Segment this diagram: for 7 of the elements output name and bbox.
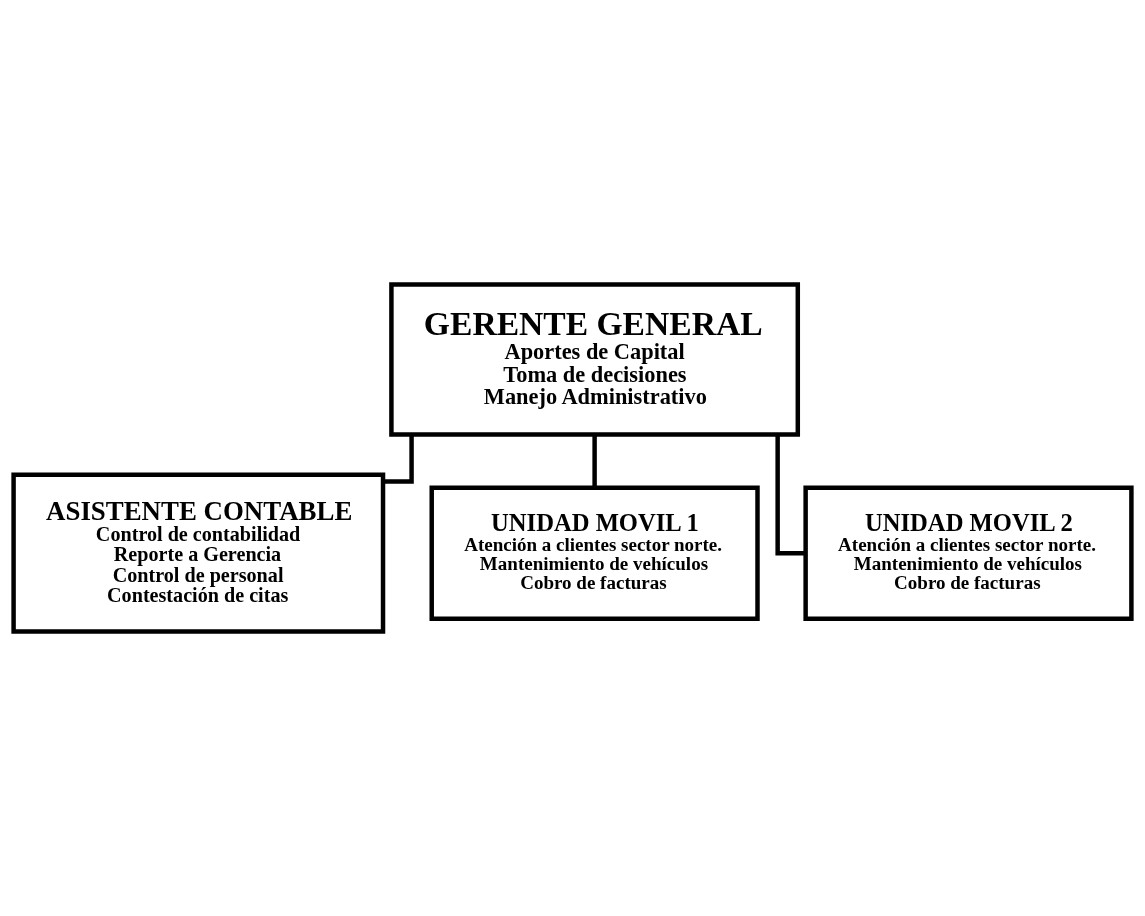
connector — [383, 434, 414, 484]
node-box: UNIDAD MOVIL 1 Atención a clientes sector norte. Mantenimiento de vehículos Cobro de facturas — [429, 485, 760, 621]
node-box: ASISTENTE CONTABLE Control de contabilidad Reporte a Gerencia Control de personal Contestación de citas — [11, 472, 386, 634]
node-box: UNIDAD MOVIL 2 Atención a clientes sector norte. Mantenimiento de vehículos Cobro de facturas — [803, 485, 1134, 621]
node-box: GERENTE GENERAL Aportes de Capital Toma de decisiones Manejo Administrativo — [389, 282, 801, 437]
connector — [592, 434, 597, 488]
connector — [775, 434, 806, 556]
